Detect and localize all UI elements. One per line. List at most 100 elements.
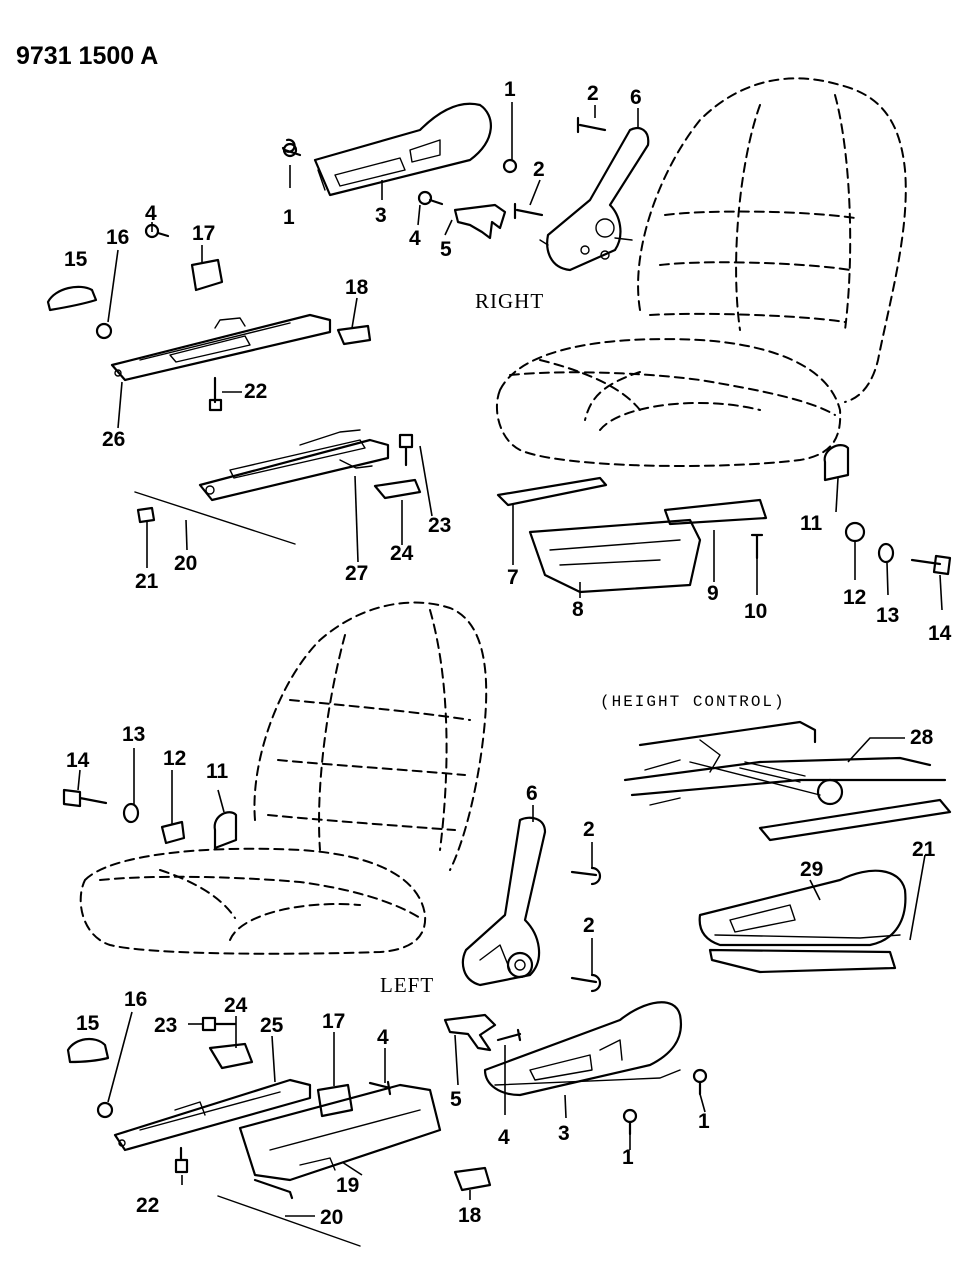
callout-5: 5	[450, 1088, 462, 1111]
callout-6: 6	[630, 86, 642, 109]
height-control-assembly	[623, 720, 952, 842]
callout-18: 18	[458, 1204, 482, 1227]
callout-16: 16	[106, 226, 129, 249]
part-13-washer-left	[122, 802, 140, 824]
part-20-wire-left	[217, 1195, 361, 1247]
part-23-bolt-right	[398, 433, 414, 467]
callout-14: 14	[66, 749, 90, 772]
part-15-knob-left	[66, 1037, 110, 1064]
part-1-screw-left-b	[622, 1108, 638, 1124]
label-left: LEFT	[380, 973, 434, 997]
callout-3: 3	[558, 1122, 570, 1145]
callout-8: 8	[572, 598, 584, 621]
part-22-bolt-right	[208, 376, 223, 412]
callout-24: 24	[224, 994, 248, 1017]
label-right: RIGHT	[475, 289, 544, 313]
callout-22: 22	[136, 1194, 159, 1217]
callout-2: 2	[587, 82, 599, 105]
part-22-bolt-left	[174, 1146, 189, 1174]
part-23-bolt-left	[201, 1016, 237, 1032]
part-18-clip-right	[336, 324, 372, 346]
callout-12: 12	[843, 586, 866, 609]
part-27-rail-right	[198, 429, 390, 502]
callout-4: 4	[145, 202, 157, 225]
part-24-bracket-right	[373, 478, 422, 500]
part-11-cover-left	[213, 811, 238, 850]
part-18-clip-left	[453, 1166, 492, 1192]
callout-1: 1	[622, 1146, 634, 1169]
callout-4: 4	[377, 1026, 389, 1049]
part-6-recliner-left	[461, 816, 547, 987]
callout-13: 13	[122, 723, 145, 746]
callout-14: 14	[928, 622, 952, 645]
callout-1: 1	[504, 78, 516, 101]
part-17-bracket-right	[190, 258, 224, 292]
callout-3: 3	[375, 204, 387, 227]
callout-18: 18	[345, 276, 369, 299]
part-26-rail-right	[110, 313, 332, 382]
part-8-pan-right	[528, 518, 702, 594]
callout-23: 23	[154, 1014, 177, 1037]
callout-7: 7	[507, 566, 519, 589]
part-15-knob-right	[46, 285, 98, 312]
part-19-rail-left	[238, 1083, 442, 1200]
callout-2: 2	[533, 158, 545, 181]
callout-2: 2	[583, 914, 595, 937]
callout-6: 6	[526, 782, 538, 805]
part-4-screw-left-a	[496, 1028, 522, 1042]
left-seat-outline	[79, 601, 488, 955]
part-3-side-cover-left	[483, 1001, 683, 1097]
right-screws	[144, 116, 607, 239]
part-2-screw-left-b	[570, 973, 602, 993]
callout-16: 16	[124, 988, 147, 1011]
part-3-side-cover-right	[313, 102, 492, 197]
part-2-screw-left-a	[570, 866, 602, 886]
callout-24: 24	[390, 542, 414, 565]
callout-11: 11	[206, 760, 229, 783]
leader-lines	[77, 102, 943, 1217]
part-5-lever-left	[443, 1013, 497, 1052]
part-16-bushing-right	[95, 322, 113, 340]
callout-15: 15	[76, 1012, 100, 1035]
callout-9: 9	[707, 582, 719, 605]
part-5-lever-right	[453, 203, 507, 240]
part-21-cap-right	[136, 506, 156, 524]
right-parts	[46, 102, 952, 594]
part-6-recliner-right	[539, 127, 650, 272]
callout-27: 27	[345, 562, 368, 585]
callout-1: 1	[283, 206, 295, 229]
callout-17: 17	[322, 1010, 345, 1033]
part-16-bushing-left	[96, 1101, 114, 1119]
callout-1: 1	[698, 1110, 710, 1133]
right-seat-outline	[495, 77, 907, 467]
callout-21: 21	[912, 838, 936, 861]
part-9-bracket-right	[663, 498, 768, 526]
part-12-bushing-left	[160, 820, 186, 845]
callout-21: 21	[135, 570, 159, 593]
callout-10: 10	[744, 600, 767, 623]
part-14-bolt-left	[62, 788, 108, 808]
part-25-rail-left	[113, 1078, 312, 1152]
document-number: 9731 1500 A	[16, 42, 158, 70]
part-17-bracket-left	[316, 1083, 354, 1118]
callout-23: 23	[428, 514, 451, 537]
part-7-bracket-right	[496, 476, 608, 507]
callout-29: 29	[800, 858, 823, 881]
part-10-screw-right	[750, 533, 764, 560]
part-13-washer-right	[877, 542, 895, 564]
callout-25: 25	[260, 1014, 284, 1037]
callout-11: 11	[800, 512, 823, 535]
left-parts	[62, 788, 708, 1247]
label-height-control: (HEIGHT CONTROL)	[600, 693, 786, 711]
part-12-bushing-right	[844, 521, 866, 543]
callout-19: 19	[336, 1174, 359, 1197]
part-1-screw-left-a	[692, 1068, 708, 1084]
callout-17: 17	[192, 222, 215, 245]
callout-28: 28	[910, 726, 934, 749]
callout-13: 13	[876, 604, 899, 627]
callouts: 1 1 2 2 3 4 4 5 6 7 8 9 10 11 12 13 14 1…	[64, 78, 952, 1229]
part-14-bolt-right	[910, 554, 952, 576]
callout-15: 15	[64, 248, 88, 271]
callout-4: 4	[498, 1126, 510, 1149]
